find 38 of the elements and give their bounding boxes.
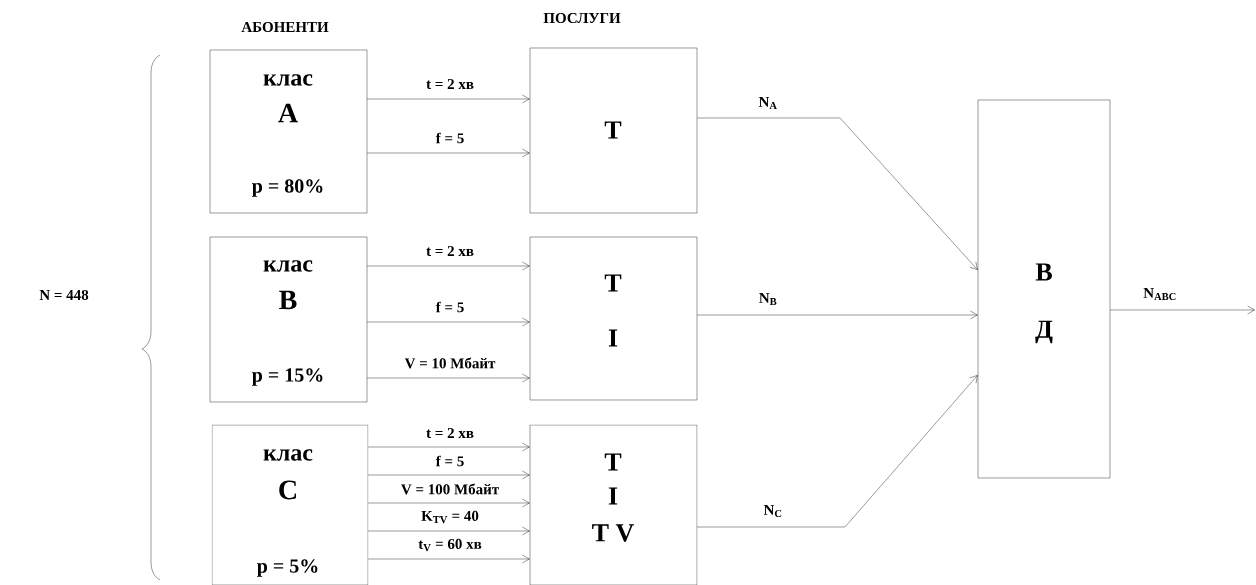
arrow (368, 526, 530, 536)
arrow (697, 375, 978, 528)
edge-label: t = 2 хв (426, 245, 474, 257)
arrow (368, 442, 530, 452)
service-box: T I (529, 236, 698, 401)
arrow (368, 470, 530, 480)
block-box: В Д (977, 99, 1111, 479)
arrow (368, 554, 530, 564)
edge-label: f = 5 (435, 301, 464, 313)
class-box: клас C p = 5% (211, 424, 369, 585)
arrow (367, 94, 530, 104)
total-label: N = 448 (39, 289, 89, 301)
edge-label: N$_{ABC}$ (1143, 287, 1176, 301)
edge-label: N$_{B}$ (759, 293, 777, 305)
class-box: клас B p = 15% (209, 236, 368, 403)
arrow (697, 310, 978, 320)
arrow (697, 117, 978, 270)
arrow (367, 317, 530, 327)
edge-label: N$_{C}$ (763, 504, 782, 518)
edge-label: V = 10 Мбайт (404, 357, 496, 369)
arrow (367, 148, 530, 158)
arrow (367, 261, 530, 271)
service-box: T (529, 47, 698, 214)
edge-label: V = 100 Мбайт (401, 483, 499, 495)
edge-label: N$_{A}$ (758, 97, 777, 109)
arrow (367, 373, 530, 383)
service-box: T I T V (529, 424, 698, 585)
arrow (368, 498, 530, 508)
edge-label: t = 2 хв (426, 427, 474, 439)
arrow (1110, 305, 1255, 315)
class-box: клас A p = 80% (209, 49, 368, 214)
edge-label: t = 2 хв (426, 78, 474, 90)
edge-label: K$_{TV}$ = 40 (421, 510, 479, 524)
edge-label: f = 5 (435, 132, 464, 144)
edge-label: f = 5 (435, 455, 464, 467)
column-heading: ПОСЛУГИ (543, 12, 621, 24)
column-heading: АБОНЕНТИ (241, 21, 329, 33)
edge-label: t$_{V}$ = 60 хв (418, 538, 482, 552)
